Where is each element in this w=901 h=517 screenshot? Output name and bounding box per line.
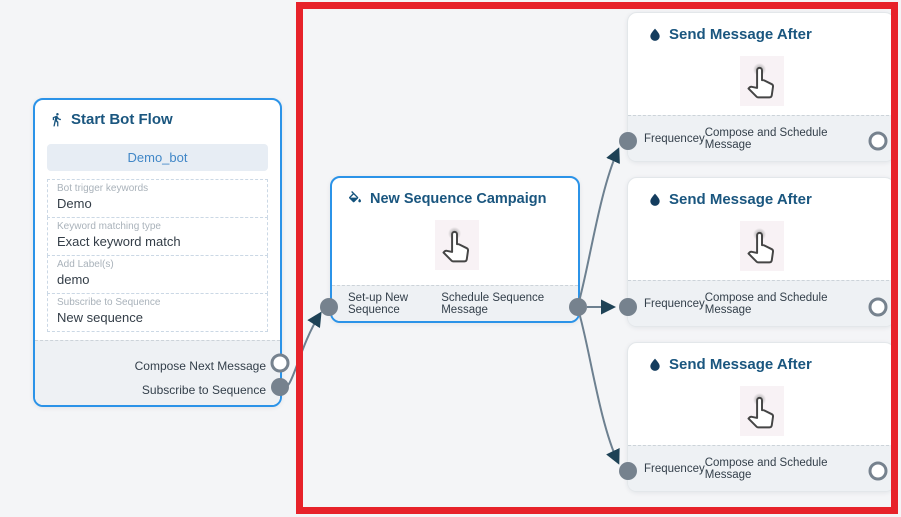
node-send-message-after-header: Send Message After — [648, 26, 812, 43]
hand-cursor-icon — [747, 228, 775, 264]
node-body-click-area[interactable] — [740, 56, 784, 106]
node-start-bot-flow[interactable]: Start Bot Flow Demo_bot Bot trigger keyw… — [33, 98, 282, 407]
water-drop-icon — [650, 28, 660, 41]
output-label-schedule-sequence-message: Schedule Sequence Message — [441, 291, 545, 316]
node-send-message-after-header: Send Message After — [648, 191, 812, 208]
field-label: Add Label(s) — [57, 259, 114, 270]
input-label-frequencey: Frequencey — [644, 462, 705, 475]
hand-cursor-icon — [747, 393, 775, 429]
node-title: Send Message After — [669, 191, 812, 208]
node-body-click-area[interactable] — [740, 386, 784, 436]
node-send-message-after-2[interactable]: Send Message After Frequencey Compose an… — [627, 177, 895, 327]
field-label: Bot trigger keywords — [57, 183, 149, 194]
field-value: Exact keyword match — [57, 234, 181, 249]
output-label-compose-and-schedule-message: Compose and Schedule Message — [704, 126, 828, 151]
field-keyword-matching-type[interactable]: Keyword matching type Exact keyword matc… — [47, 217, 268, 256]
node-start-bot-flow-footer: Compose Next Message Subscribe to Sequen… — [35, 340, 280, 405]
node-send-message-after-header: Send Message After — [648, 356, 812, 373]
field-label: Keyword matching type — [57, 221, 161, 232]
output-label-compose-next-message: Compose Next Message — [134, 359, 266, 373]
node-send-message-after-1[interactable]: Send Message After Frequencey Compose an… — [627, 12, 895, 162]
edge-campaign-to-send-3 — [577, 308, 620, 465]
node-new-sequence-campaign-header: New Sequence Campaign — [347, 191, 546, 207]
output-label-compose-and-schedule-message: Compose and Schedule Message — [704, 456, 828, 481]
field-value: New sequence — [57, 310, 143, 325]
node-start-bot-flow-header: Start Bot Flow — [49, 111, 173, 128]
field-bot-trigger-keywords[interactable]: Bot trigger keywords Demo — [47, 179, 268, 218]
node-new-sequence-campaign-footer: Set-up New Sequence Schedule Sequence Me… — [332, 285, 578, 321]
node-title: New Sequence Campaign — [370, 191, 547, 207]
field-label: Subscribe to Sequence — [57, 297, 161, 308]
input-label-set-up-new-sequence: Set-up New Sequence — [348, 291, 409, 316]
hand-cursor-icon — [747, 63, 775, 99]
water-drop-icon — [650, 193, 660, 206]
bot-field-list: Bot trigger keywords Demo Keyword matchi… — [47, 179, 268, 332]
output-label-compose-and-schedule-message: Compose and Schedule Message — [704, 291, 828, 316]
field-add-labels[interactable]: Add Label(s) demo — [47, 255, 268, 294]
edge-subscribe-to-set-up-sequence — [279, 311, 322, 390]
field-value: Demo — [57, 196, 92, 211]
node-send-message-after-footer: Frequencey Compose and Schedule Message — [628, 280, 894, 326]
hand-cursor-icon — [442, 227, 470, 263]
walking-person-icon — [52, 112, 61, 127]
node-body-click-area[interactable] — [740, 221, 784, 271]
field-value: demo — [57, 272, 90, 287]
node-new-sequence-campaign[interactable]: New Sequence Campaign Set-up New Sequenc… — [330, 176, 580, 323]
node-send-message-after-footer: Frequencey Compose and Schedule Message — [628, 445, 894, 491]
node-title: Start Bot Flow — [71, 111, 173, 128]
node-body-click-area[interactable] — [435, 220, 479, 270]
node-title: Send Message After — [669, 356, 812, 373]
bot-name-button[interactable]: Demo_bot — [47, 144, 268, 171]
node-send-message-after-3[interactable]: Send Message After Frequencey Compose an… — [627, 342, 895, 492]
output-label-subscribe-to-sequence: Subscribe to Sequence — [141, 383, 266, 397]
edge-campaign-to-send-1 — [577, 147, 620, 306]
water-drop-icon — [650, 358, 660, 371]
node-send-message-after-footer: Frequencey Compose and Schedule Message — [628, 115, 894, 161]
input-label-frequencey: Frequencey — [644, 132, 705, 145]
node-title: Send Message After — [669, 26, 812, 43]
input-label-frequencey: Frequencey — [644, 297, 705, 310]
field-subscribe-to-sequence[interactable]: Subscribe to Sequence New sequence — [47, 293, 268, 332]
paint-bucket-icon — [348, 191, 361, 203]
